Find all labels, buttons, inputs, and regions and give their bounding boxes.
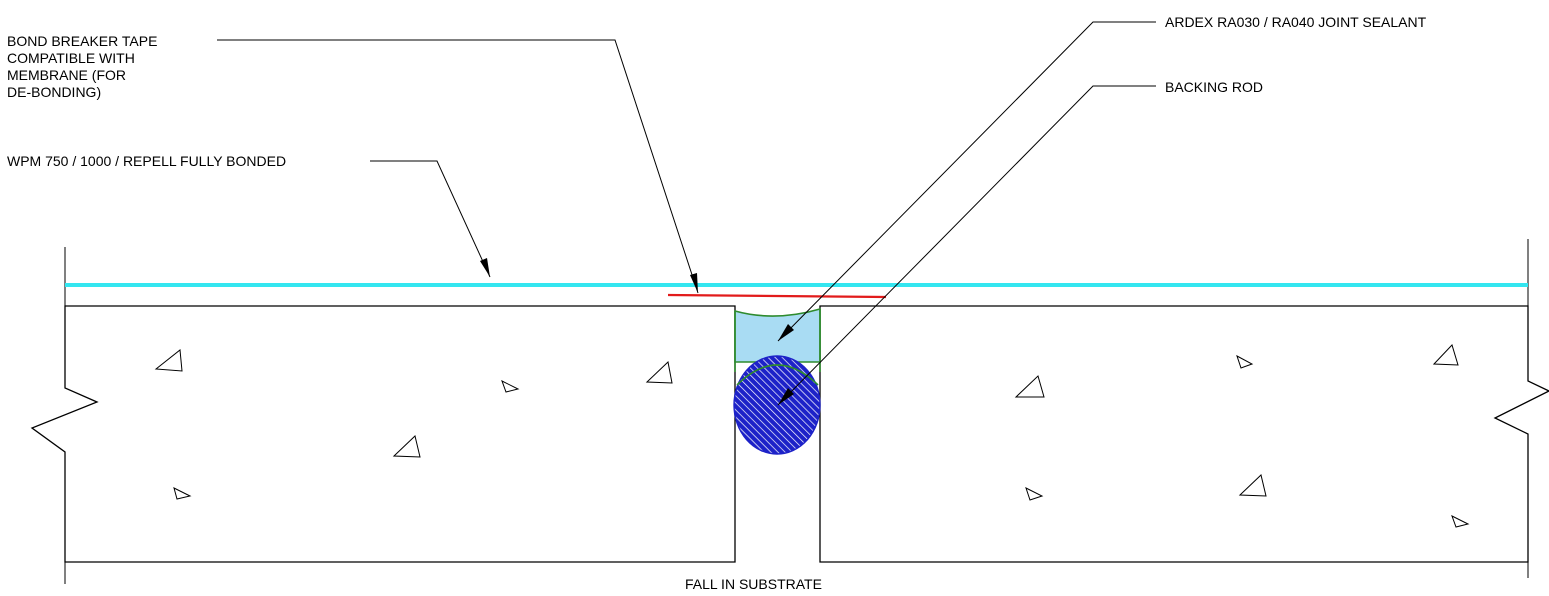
aggregate-triangle xyxy=(501,379,520,393)
backing-rod-top-outline xyxy=(736,364,819,386)
backing-rod-arrow xyxy=(778,388,794,405)
aggregate-triangle xyxy=(173,487,192,500)
right-concrete-slab xyxy=(819,305,1549,563)
sealant-arrow xyxy=(778,324,794,341)
backing-rod-leader xyxy=(777,85,1156,406)
backing-rod-label: BACKING ROD xyxy=(1165,79,1263,95)
bond-breaker-arrow xyxy=(690,273,698,293)
sealant-label: ARDEX RA030 / RA040 JOINT SEALANT xyxy=(1165,14,1427,30)
aggregate-triangle xyxy=(1432,344,1459,366)
aggregate-triangle xyxy=(1014,375,1045,398)
joint-sealant xyxy=(734,307,821,363)
membrane-leader xyxy=(370,160,491,278)
bond-breaker-label-line: BOND BREAKER TAPE xyxy=(7,33,157,49)
aggregate-triangle xyxy=(392,435,421,458)
backing-rod xyxy=(733,355,821,455)
bond-breaker-tape xyxy=(667,293,887,299)
aggregate-triangle xyxy=(1451,514,1470,528)
bond-breaker-leader xyxy=(217,39,699,294)
bond-breaker-label: BOND BREAKER TAPE COMPATIBLE WITH MEMBRA… xyxy=(7,33,161,100)
bond-breaker-label-line: COMPATIBLE WITH xyxy=(7,50,135,66)
aggregate-triangle xyxy=(154,349,183,372)
membrane-arrow xyxy=(480,258,490,277)
aggregate-triangle xyxy=(1236,354,1254,369)
aggregate-triangle xyxy=(1025,487,1044,501)
aggregate-symbols xyxy=(154,344,1470,528)
bond-breaker-label-line: MEMBRANE (FOR xyxy=(7,67,126,83)
aggregate-triangle xyxy=(645,361,673,384)
aggregate-triangle xyxy=(1238,474,1267,497)
sealant-leader xyxy=(777,21,1156,342)
left-concrete-slab xyxy=(30,305,736,563)
fall-in-substrate-label: FALL IN SUBSTRATE xyxy=(685,576,822,592)
membrane-label: WPM 750 / 1000 / REPELL FULLY BONDED xyxy=(7,153,286,169)
bond-breaker-label-line: DE-BONDING) xyxy=(7,84,101,100)
